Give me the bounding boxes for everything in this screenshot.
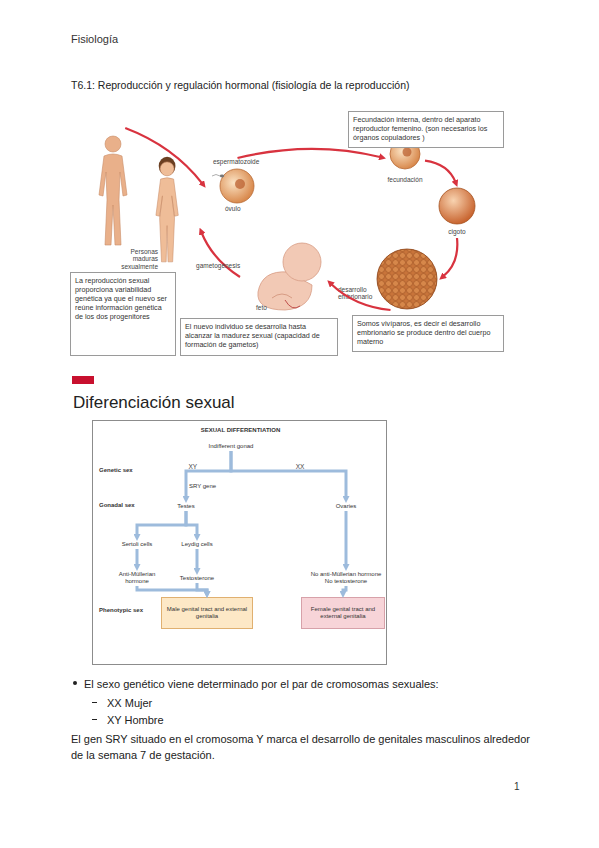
umbilical-cord [285,300,300,308]
node-text: Fecundación interna, dentro del aparato … [353,115,499,142]
node-text: Somos vivíparos, es decir el desarrollo … [357,319,499,346]
edge-label: gametogénesis [196,262,240,269]
stage-node: cigoto [436,186,478,238]
callout-box: La reproducción sexual proporciona varia… [70,272,176,356]
page-number: 1 [514,781,534,792]
fetus-limb [272,294,292,298]
flow-node: Sertoli cells [121,540,153,549]
flow-node: Anti-Müllerian hormone [112,570,162,586]
callout-box: Fecundación interna, dentro del aparato … [348,111,504,148]
cycle-arrow [125,128,202,184]
node-text: Male genital tract and external genitali… [166,606,248,621]
man-figure [99,136,127,245]
cycle-arrow [201,233,240,277]
cycle-arrow [443,238,457,276]
sperm [220,175,224,178]
list-dash [92,719,97,720]
morula-base [377,249,437,309]
bullet-text: El sexo genético viene determinado por e… [84,676,564,692]
node-text: La reproducción sexual proporciona varia… [75,276,171,321]
flow-node: Testes [173,502,199,511]
node-text: SEXUAL DIFFERENTIATION [93,427,388,433]
node-text: Ovaries [336,503,357,510]
stage-node: desarrollo embrionario [330,248,440,310]
node-text: Testes [177,503,194,510]
body [99,154,127,245]
zygote-cell [439,188,475,224]
fetus [258,243,321,310]
node-text: óvulo [225,205,265,212]
bullet-dot [73,681,77,685]
edge-label: XX [296,463,305,470]
node-text: Sertoli cells [122,541,153,548]
head [160,162,174,176]
stage-node: Personas maduras sexualmente [85,128,200,268]
stage-node: espermatozoide óvulo [205,158,270,216]
section-heading: Diferenciación sexual [73,393,373,413]
hair [159,157,176,176]
fetus-head [283,243,321,281]
paragraph: El gen SRY situado en el cromosoma Y mar… [71,731,541,763]
phenotype-box: Female genital tract and external genita… [301,597,385,629]
nucleus [403,148,412,157]
body [156,178,178,262]
flow-node: Testosterone [178,574,216,583]
callout-box: El nuevo individuo se desarrolla hasta a… [180,318,338,356]
node-text: Leydig cells [181,541,212,548]
list-dash [92,702,97,703]
logo-mark [72,376,94,384]
list-item: XY Hombre [107,712,307,728]
node-text: Anti-Müllerian hormone [112,571,162,585]
phenotype-box: Male genital tract and external genitali… [161,597,253,629]
node-text: desarrollo embrionario [338,286,378,301]
node-text: Female genital tract and external genita… [306,606,380,621]
node-text: Testosterone [180,575,214,582]
flow-node: Indifferent gonad [206,442,256,451]
sperm-tail [212,175,220,177]
edge-label: XY [188,463,197,470]
nucleus [235,179,245,189]
row-label: Phenotypic sex [99,607,151,613]
cycle-arrow [425,161,456,183]
flow-node: Leydig cells [181,540,213,549]
cell [439,188,475,224]
node-text: fecundación [385,176,425,183]
row-label: Gonadal sex [99,502,139,508]
node-text: Indifferent gonad [209,443,254,450]
diagram-frame: SEXUAL DIFFERENTIATION Indifferent gonadT… [92,420,387,665]
node-text: espermatozoide [213,158,269,165]
node-text: El nuevo individuo se desarrolla hasta a… [185,322,333,349]
egg-cell [212,169,254,203]
gene-label: SRY gene [189,483,229,489]
stage-node: feto [240,238,328,316]
morula-cells [377,249,437,309]
callout-box: Somos vivíparos, es decir el desarrollo … [352,315,504,352]
row-label: Genetic sex [99,467,139,473]
page-header: Fisiología [71,33,191,45]
node-text: cigoto [436,228,478,235]
head [105,136,121,152]
page-title: T6.1: Reproducción y regulación hormonal… [71,79,410,91]
list-item: XX Mujer [107,695,307,711]
woman-figure [156,157,178,262]
morula [377,249,437,309]
node-text: Personas maduras sexualmente [108,248,158,270]
node-text: feto [256,304,286,311]
ovum [220,169,254,203]
flow-node: No anti-Müllerian hormone No testosteron… [306,570,386,586]
cycle-arrow [331,284,391,310]
node-text: No anti-Müllerian hormone No testosteron… [306,571,386,585]
flow-node: Ovaries [331,502,361,511]
cycle-arrow [238,149,382,158]
